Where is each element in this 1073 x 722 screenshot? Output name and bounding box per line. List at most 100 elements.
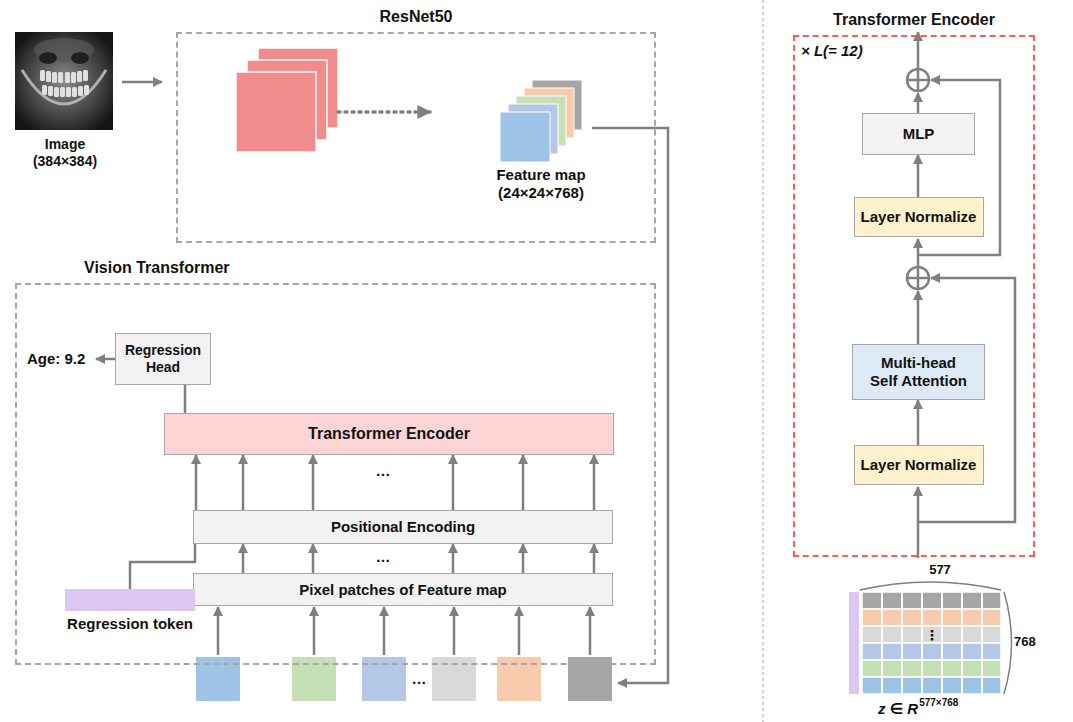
add-cross: [917, 69, 920, 91]
add-symbol: [907, 267, 929, 289]
matrix-divider: [921, 592, 923, 694]
patch-arrows: [218, 607, 590, 655]
group-title: ResNet50: [178, 7, 654, 26]
tooth: [83, 70, 88, 81]
connector-arrow: [312, 544, 315, 573]
connector-arrow: [122, 81, 162, 84]
patch-arrow: [383, 607, 386, 655]
matrix-shape: 577×768: [919, 697, 958, 709]
connector-line: [130, 544, 195, 589]
connector-arrow: [593, 544, 596, 573]
token-matrix: [849, 582, 1012, 694]
captioned-figure: Feature map(24×24×768): [486, 78, 596, 202]
ellipsis: ⋮: [925, 627, 939, 644]
box-label: Layer Normalize: [861, 208, 977, 226]
box-label: Layer Normalize: [861, 456, 977, 474]
xray-sinus: [39, 52, 57, 64]
process-box: Layer Normalize: [854, 197, 984, 237]
tooth: [78, 86, 83, 96]
dashed-group: Vision TransformerRegression HeadTransfo…: [15, 283, 656, 665]
flow-arrow: [917, 291, 920, 344]
tooth: [52, 72, 57, 83]
connector-arrow: [522, 544, 525, 573]
xray-image: [15, 32, 113, 130]
box-label: Transformer Encoder: [308, 424, 470, 443]
process-box: Regression Head: [115, 333, 211, 385]
add-symbol: [907, 69, 929, 91]
caption-text: (384×384): [33, 153, 97, 170]
add-cross: [917, 267, 920, 289]
process-box: Pixel patches of Feature map: [193, 573, 613, 606]
xray-jaw: [22, 70, 106, 104]
process-box: Transformer Encoder: [164, 413, 614, 455]
patch-arrow: [518, 607, 521, 655]
connector-line: [184, 385, 187, 413]
process-box: Positional Encoding: [193, 510, 613, 544]
tooth: [66, 87, 71, 97]
tooth: [84, 85, 89, 95]
connector-arrow: [242, 455, 245, 510]
group-title: Transformer Encoder: [795, 10, 1033, 29]
matrix-divider: [881, 592, 883, 694]
tooth: [65, 72, 70, 83]
layer-square: [236, 72, 316, 152]
tooth: [54, 87, 59, 97]
dimension-label: 768: [1014, 634, 1036, 650]
dashed-group: ResNet50Feature map(24×24×768): [176, 32, 656, 243]
connector-arrow: [195, 455, 198, 510]
repeat-count: × L(= 12): [801, 42, 863, 60]
patch-arrow: [453, 607, 456, 655]
connector-arrow: [452, 544, 455, 573]
resnet-layers: [236, 48, 338, 152]
dimension-label: 577: [929, 562, 951, 578]
dotted-arrow: [338, 110, 430, 114]
flow-arrow: [917, 93, 920, 113]
channel-square: [500, 112, 550, 162]
output-value: Age: 9.2: [27, 350, 85, 368]
tooth: [58, 72, 63, 83]
matrix-divider: [961, 592, 963, 694]
box-label: Pixel patches of Feature map: [299, 581, 507, 599]
matrix-divider: [901, 592, 903, 694]
tooth: [48, 86, 53, 96]
xray-sinus: [71, 52, 89, 64]
caption-text: Image: [45, 136, 85, 153]
ellipsis: …: [376, 548, 391, 566]
tooth: [77, 71, 82, 82]
patch-arrow: [589, 607, 592, 655]
dimension-brace: [860, 582, 1001, 590]
dashed-group: Transformer EncoderMLPLayer NormalizeMul…: [793, 35, 1035, 557]
tooth: [60, 87, 65, 97]
add-circle: [907, 267, 929, 289]
matrix-symbol: z ∈ R: [878, 700, 918, 718]
box-label: MLP: [903, 125, 935, 143]
box-label: Multi-head Self Attention: [867, 354, 971, 390]
xray-ground: [15, 32, 113, 130]
token-bar: Regression token: [65, 589, 195, 611]
tooth: [42, 85, 47, 95]
connector-arrow: [312, 455, 315, 510]
caption-text: (24×24×768): [498, 184, 584, 202]
matrix-divider: [941, 592, 943, 694]
connector-arrow: [242, 544, 245, 573]
patch-arrow: [313, 607, 316, 655]
connector-arrow: [522, 455, 525, 510]
ellipsis: …: [376, 462, 391, 480]
connector-arrow: [452, 455, 455, 510]
flow-arrow: [917, 239, 920, 267]
captioned-figure: Image(384×384): [15, 30, 115, 170]
tooth: [71, 72, 76, 83]
xray-teeth: [40, 70, 89, 97]
group-title: Vision Transformer: [84, 258, 654, 277]
separator-line: [762, 0, 764, 722]
caption-text: Feature map: [496, 166, 585, 184]
feature-map-stack: [500, 80, 582, 162]
matrix-divider: [981, 592, 983, 694]
flow-arrow: [917, 32, 920, 69]
box-label: Regression Head: [122, 342, 204, 376]
residual-line: [918, 278, 1015, 522]
token-label: Regression token: [67, 615, 193, 633]
add-circle: [907, 69, 929, 91]
